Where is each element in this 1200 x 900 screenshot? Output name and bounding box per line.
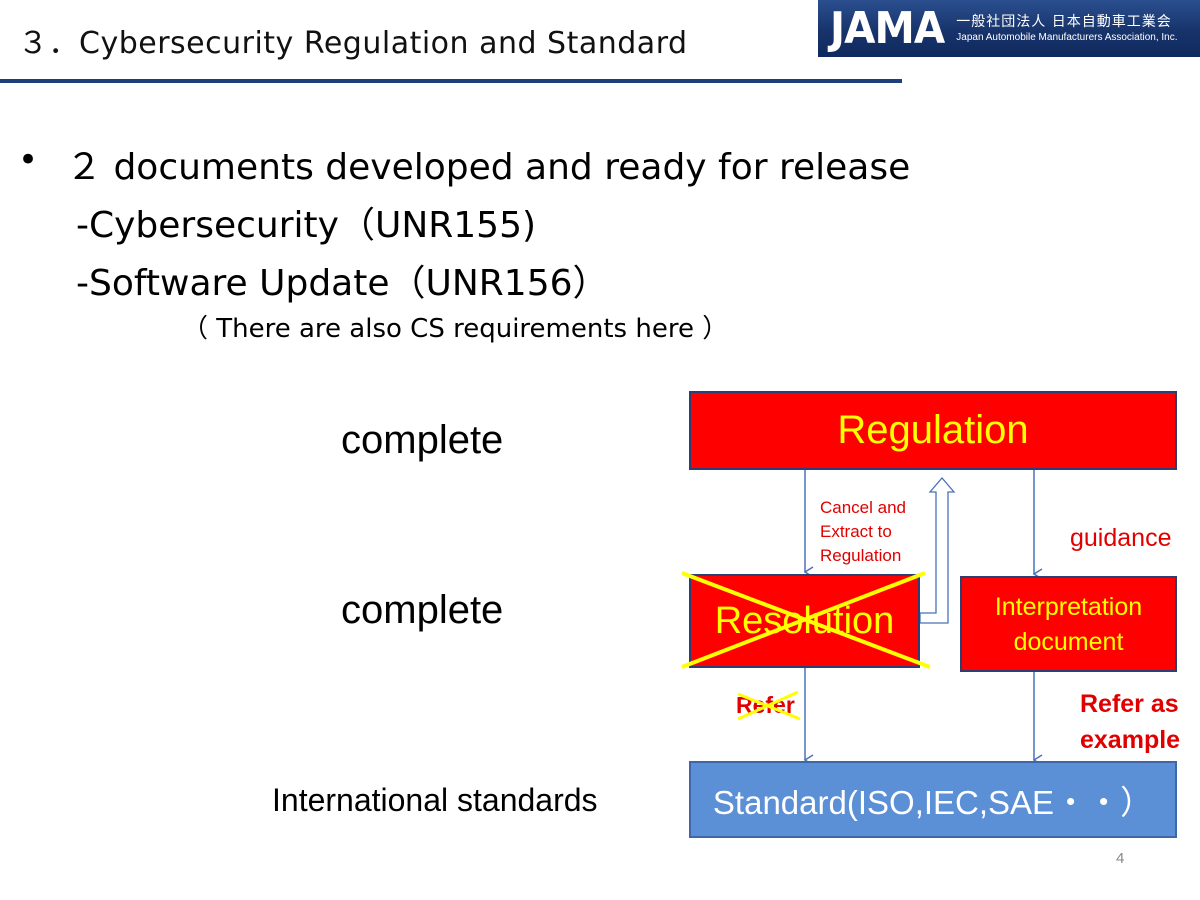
complete-label-resolution: complete <box>341 588 504 632</box>
page-number: 4 <box>1116 850 1125 867</box>
logo-mark: JAMA <box>830 2 945 54</box>
resolution-box-label: Resolution <box>714 599 895 642</box>
jama-logo: JAMA 一般社団法人 日本自動車工業会 Japan Automobile Ma… <box>818 0 1200 57</box>
regulation-box-label: Regulation <box>837 408 1029 452</box>
interpretation-box-line2: document <box>1013 628 1124 656</box>
sub-item-cybersecurity: -Cybersecurity（UNR155) <box>76 205 537 246</box>
cancel-annotation-line2: Extract to <box>820 522 892 541</box>
logo-japanese: 一般社団法人 日本自動車工業会 <box>956 14 1172 30</box>
interpretation-box-line1: Interpretation <box>994 593 1143 621</box>
title-underline <box>0 79 902 83</box>
guidance-annotation: guidance <box>1070 524 1172 552</box>
logo-text: 一般社団法人 日本自動車工業会 Japan Automobile Manufac… <box>956 13 1177 44</box>
interpretation-box: Interpretation document <box>960 576 1177 672</box>
logo-english: Japan Automobile Manufacturers Associati… <box>956 32 1178 43</box>
refer-example-line2: example <box>1080 726 1181 754</box>
arrow-resolution-back-to-regulation <box>919 477 956 624</box>
regulation-box: Regulation <box>689 391 1177 470</box>
resolution-box: Resolution <box>689 574 920 668</box>
refer-example-line1: Refer as <box>1080 690 1179 718</box>
bullet-dot: • <box>18 140 39 180</box>
slide-title: ３．Cybersecurity Regulation and Standard <box>18 26 688 61</box>
standard-box: Standard(ISO,IEC,SAE・・） <box>689 761 1177 838</box>
sub-item-software-update: -Software Update（UNR156） <box>76 263 609 304</box>
cs-requirements-note: （ There are also CS requirements here ） <box>182 314 729 344</box>
cancel-annotation-line1: Cancel and <box>820 498 907 517</box>
standard-box-label: Standard(ISO,IEC,SAE・・） <box>712 783 1154 821</box>
cancel-annotation-line3: Regulation <box>820 546 902 565</box>
international-standards-label: International standards <box>272 782 598 818</box>
refer-as-example-annotation: Refer as example <box>1080 686 1180 758</box>
bullet-main-text: ２ documents developed and ready for rele… <box>66 147 911 188</box>
cancel-extract-annotation: Cancel and Extract to Regulation <box>820 496 906 568</box>
complete-label-regulation: complete <box>341 418 504 462</box>
refer-annotation-struck: Refer <box>736 692 795 718</box>
